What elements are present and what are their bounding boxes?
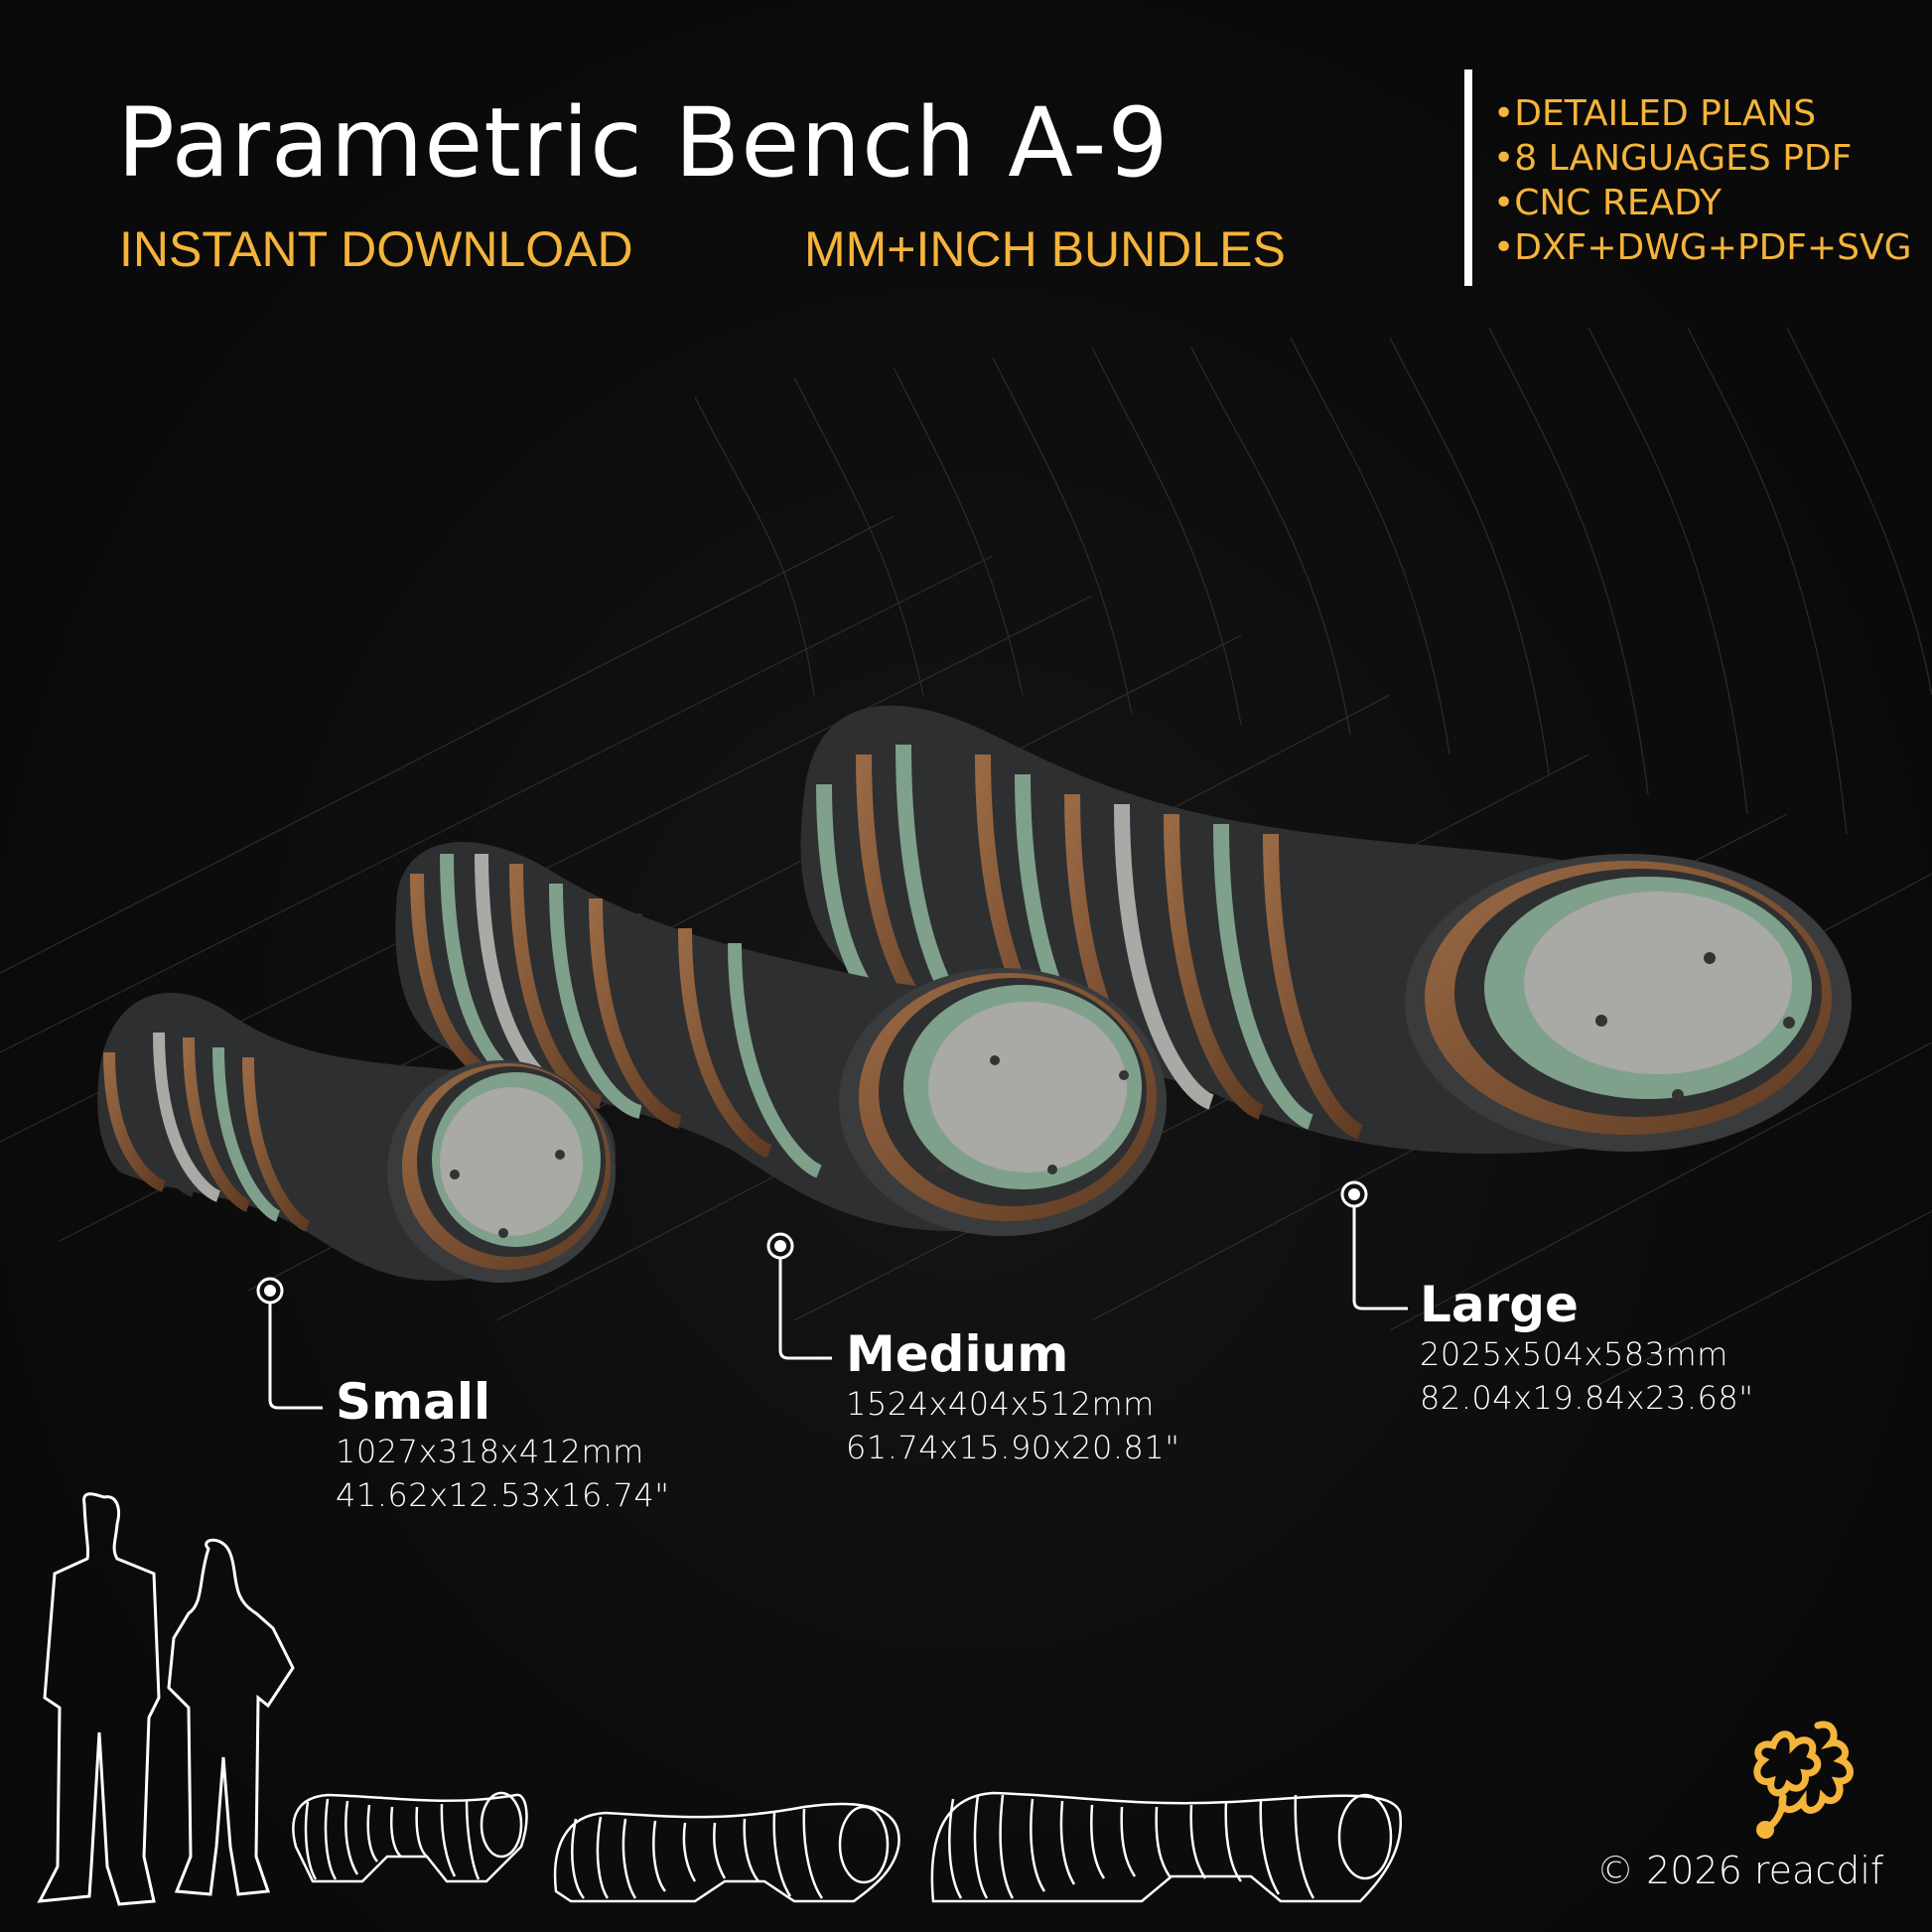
circle-dot-icon — [774, 1240, 786, 1252]
size-dimensions-inch: 82.04x19.84x23.68" — [1420, 1379, 1754, 1417]
feature-item: 8 LANGUAGES PDF — [1493, 136, 1912, 181]
size-name: Medium — [846, 1325, 1069, 1383]
subtitle-mm-inch-bundles: MM+INCH BUNDLES — [804, 221, 1286, 277]
size-label-small: Small 1027x318x412mm 41.62x12.53x16.74" — [336, 1374, 669, 1517]
reaction-diffusion-logo-icon — [1753, 1721, 1854, 1839]
feature-list: DETAILED PLANS 8 LANGUAGES PDF CNC READY… — [1493, 91, 1912, 270]
large-bench-render — [800, 705, 1852, 1154]
small-bench-render — [97, 993, 617, 1283]
size-dimensions-inch: 61.74x15.90x20.81" — [846, 1429, 1180, 1466]
size-name: Small — [336, 1373, 491, 1431]
callout-small — [256, 1277, 323, 1410]
page-title: Parametric Bench A-9 — [117, 87, 1170, 199]
divider-bar — [1464, 69, 1472, 286]
feature-item: CNC READY — [1493, 181, 1912, 225]
copyright-text: © 2026 reacdif — [1596, 1849, 1884, 1892]
feature-item: DETAILED PLANS — [1493, 91, 1912, 136]
size-label-large: Large 2025x504x583mm 82.04x19.84x23.68" — [1420, 1277, 1753, 1420]
callout-large — [1340, 1180, 1408, 1311]
feature-item: DXF+DWG+PDF+SVG — [1493, 225, 1911, 270]
size-dimensions-mm: 2025x504x583mm — [1420, 1335, 1728, 1373]
small-bench-line-drawing — [292, 1791, 528, 1883]
size-name: Large — [1420, 1276, 1579, 1333]
large-bench-line-drawing — [930, 1791, 1403, 1903]
callout-medium — [766, 1232, 832, 1360]
size-dimensions-mm: 1524x404x512mm — [846, 1385, 1155, 1423]
circle-dot-icon — [264, 1285, 276, 1297]
size-dimensions-mm: 1027x318x412mm — [336, 1433, 644, 1470]
person-silhouette-icon — [37, 1492, 295, 1906]
circle-dot-icon — [1348, 1188, 1360, 1200]
medium-bench-line-drawing — [553, 1802, 900, 1903]
medium-bench-render — [395, 841, 1167, 1236]
size-dimensions-inch: 41.62x12.53x16.74" — [336, 1476, 670, 1514]
size-label-medium: Medium 1524x404x512mm 61.74x15.90x20.81" — [846, 1326, 1179, 1469]
subtitle-instant-download: INSTANT DOWNLOAD — [119, 221, 633, 277]
